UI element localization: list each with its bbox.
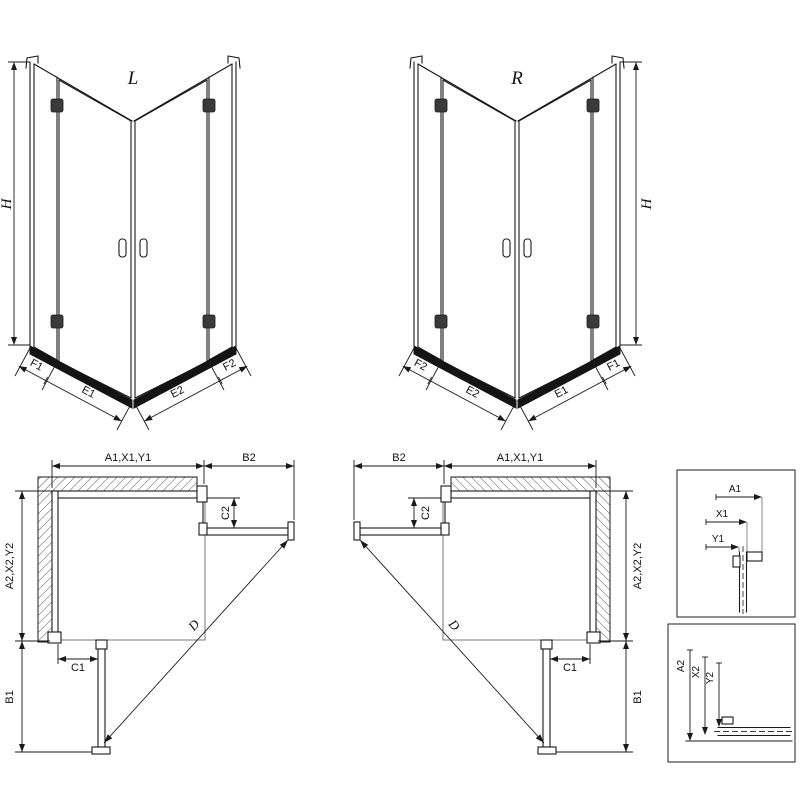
dim-label-f2: F2	[221, 357, 238, 374]
dim-label-e1: E1	[553, 384, 571, 401]
clamp-profile-section	[732, 555, 741, 568]
dim-label-b1: B1	[4, 690, 16, 703]
view-label-right: R	[510, 68, 523, 89]
detail-frame	[667, 623, 796, 763]
dim-label-e2: E2	[169, 384, 187, 401]
dim-label-f1: F1	[605, 357, 622, 374]
clamp-profile-section	[721, 716, 734, 725]
dim-label-x2: X2	[691, 665, 702, 678]
dim-label-a1x1y1: A1,X1,Y1	[497, 452, 543, 464]
detail-frame	[676, 469, 796, 618]
dim-label-c2: C2	[220, 506, 232, 520]
dim-label-b2: B2	[242, 452, 255, 464]
dim-label-c1: C1	[71, 662, 85, 674]
dim-label-y2: Y2	[705, 671, 716, 684]
dim-label-a2x2y2: A2,X2,Y2	[632, 543, 644, 589]
dim-label-c2: C2	[420, 506, 432, 520]
detail-box-top: A1 X1 Y1	[676, 469, 796, 618]
view-label-left: L	[127, 68, 139, 89]
dim-label-e2: E2	[464, 384, 482, 401]
dim-label-f1: F1	[28, 357, 45, 374]
dim-label-d: D	[445, 616, 464, 634]
dim-label-height: H	[639, 197, 655, 210]
dim-label-height: H	[0, 197, 15, 210]
dim-label-a1: A1	[729, 484, 742, 495]
plan-view-left: A1,X1,Y1 B2 C2 A2,X2,Y2 B1 C1 D	[4, 452, 295, 755]
dim-label-b2: B2	[392, 452, 405, 464]
dim-label-y1: Y1	[712, 534, 725, 545]
iso-view-left: L H F1 E1 E2 F2	[0, 56, 251, 430]
dim-label-f2: F2	[412, 357, 429, 374]
dim-label-c1: C1	[563, 662, 577, 674]
dim-label-a2x2y2: A2,X2,Y2	[4, 543, 16, 589]
dim-label-a2: A2	[676, 659, 687, 672]
dim-label-d: D	[184, 616, 203, 634]
dim-label-b1: B1	[632, 690, 644, 703]
dim-label-a1x1y1: A1,X1,Y1	[105, 452, 151, 464]
wall-profile-section	[746, 551, 763, 562]
iso-view-right: R H F2 E2 E1 F1	[399, 56, 655, 430]
detail-box-bottom: A2 X2 Y2	[667, 623, 796, 763]
plan-view-right: B2 A1,X1,Y1 C2 A2,X2,Y2 B1 C1 D	[353, 452, 644, 755]
dim-label-e1: E1	[80, 384, 98, 401]
dim-label-x1: X1	[716, 509, 729, 520]
